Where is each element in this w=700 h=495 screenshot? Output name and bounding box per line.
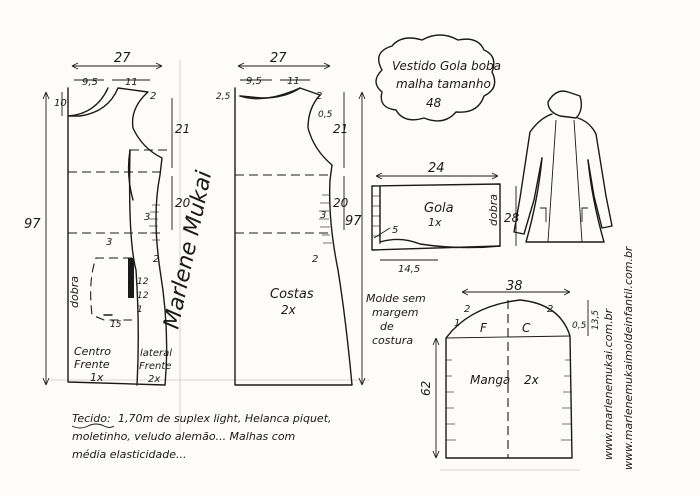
front-neck-depth-label: 10 xyxy=(54,98,67,109)
sleeve-count-label: 2x xyxy=(524,373,540,387)
collar-count-label: 1x xyxy=(428,216,442,229)
front-shoulder-a-label: 9,5 xyxy=(82,77,98,88)
back-mark-2: 2 xyxy=(312,254,318,265)
sleeve-cap-right: 2 xyxy=(547,304,553,315)
back-armhole-label: 21 xyxy=(333,122,348,136)
collar-name-label: Gola xyxy=(424,201,454,216)
front-pocket-12b: 12 xyxy=(137,291,149,301)
back-length-label: 97 xyxy=(345,214,362,229)
sleeve-name-label: Manga xyxy=(470,373,510,387)
back-arm-05-label: 0,5 xyxy=(318,110,333,120)
fabric-label: Tecido: xyxy=(72,412,111,425)
front-waist-side-label: 20 xyxy=(175,196,191,210)
website-watermark: www.marlenemukai.com.br www.marlenemukai… xyxy=(602,245,635,470)
sleeve-back-mark: C xyxy=(522,321,531,335)
sleeve-cap-left: 2 xyxy=(464,304,470,315)
svg-text:Marlene Mukai: Marlene Mukai xyxy=(159,169,217,332)
front-width-label: 27 xyxy=(114,51,131,66)
back-neck-depth-label: 2,5 xyxy=(216,92,231,102)
sleeve-labels: 38 2 2 1 0,5 13,5 62 F C Manga 2x xyxy=(419,279,601,396)
back-piece xyxy=(234,62,366,386)
note-line-4: costura xyxy=(372,334,413,347)
fabric-line-2: moletinho, veludo alemão... Malhas com xyxy=(72,430,295,443)
fabric-line-3: média elasticidade... xyxy=(72,448,187,461)
pocket-opening xyxy=(128,258,134,298)
front-lateral-label-2: Frente xyxy=(139,361,171,372)
fabric-label-underline xyxy=(71,423,115,429)
front-center-label-2: Frente xyxy=(74,358,110,371)
front-pocket-15: 15 xyxy=(110,320,122,330)
front-piece xyxy=(42,62,173,386)
back-waist-label: 20 xyxy=(333,196,349,210)
collar-labels: 24 28 dobra 5 14,5 Gola 1x xyxy=(392,161,520,275)
fabric-line-1: 1,70m de suplex light, Helanca piquet, xyxy=(118,412,332,425)
back-shoulder-b-label: 11 xyxy=(287,76,300,87)
seam-allowance-note: Molde sem margem de costura xyxy=(366,292,426,347)
collar-left-label: 5 xyxy=(392,225,398,236)
signature-mark: Marlene Mukai xyxy=(159,169,217,332)
front-shoulder-b-label: 11 xyxy=(125,77,138,88)
title-line-2: malha tamanho xyxy=(396,77,491,91)
title-line-1: Vestido Gola boba xyxy=(392,59,501,73)
front-center-label-3: 1x xyxy=(90,371,104,384)
front-shoulder-drop-label: 2 xyxy=(150,91,156,102)
back-mark-3: 3 xyxy=(320,210,326,221)
watermark-line-1: www.marlenemukai.com.br xyxy=(602,307,615,460)
note-line-3: de xyxy=(380,320,394,333)
front-lateral-label-1: lateral xyxy=(140,348,172,359)
front-center-label-1: Centro xyxy=(74,345,111,358)
sleeve-front-mark: F xyxy=(480,321,488,335)
collar-piece xyxy=(371,172,517,261)
collar-bottom-label: 14,5 xyxy=(398,264,420,275)
front-labels: 27 9,5 11 10 2 21 20 97 3 3 2 12 12 1 15… xyxy=(24,51,191,385)
back-shoulder-a-label: 9,5 xyxy=(246,76,262,87)
front-length-label: 97 xyxy=(24,217,41,232)
sleeve-width-label: 38 xyxy=(506,279,523,294)
note-line-2: margem xyxy=(372,306,418,319)
front-mark-2: 2 xyxy=(153,254,159,265)
back-shoulder-drop-label: 2 xyxy=(316,91,322,102)
sleeve-left-1: 1 xyxy=(454,318,460,329)
fabric-note: Tecido: 1,70m de suplex light, Helanca p… xyxy=(71,412,332,461)
title-size: 48 xyxy=(426,96,442,110)
front-lateral-label-3: 2x xyxy=(148,374,160,385)
garment-sketch xyxy=(513,90,613,243)
back-width-label: 27 xyxy=(270,51,287,66)
front-mark-3b: 3 xyxy=(106,237,112,248)
sleeve-piece xyxy=(432,288,589,459)
note-line-1: Molde sem xyxy=(366,292,426,305)
front-mark-3a: 3 xyxy=(144,212,150,223)
front-armhole-label: 21 xyxy=(175,122,190,136)
front-fold-label: dobra xyxy=(68,276,81,308)
sleeve-right-05: 0,5 xyxy=(572,321,587,331)
collar-height-label: 28 xyxy=(504,211,520,225)
back-labels: 27 9,5 11 2,5 2 0,5 21 20 97 3 2 Costas … xyxy=(216,51,362,317)
collar-width-label: 24 xyxy=(428,161,445,176)
watermark-line-2: www.marlenemukaimoldeinfantil.com.br xyxy=(622,245,635,470)
front-pocket-12a: 12 xyxy=(137,277,149,287)
sleeve-cap-height: 13,5 xyxy=(591,310,601,330)
sleeve-length-label: 62 xyxy=(419,381,433,396)
collar-fold-label: dobra xyxy=(487,194,500,226)
background-creases xyxy=(50,60,580,471)
title-cloud: Vestido Gola boba malha tamanho 48 xyxy=(375,34,501,122)
front-pocket-1: 1 xyxy=(137,305,143,315)
back-name-label: Costas xyxy=(270,287,314,302)
back-count-label: 2x xyxy=(281,303,297,317)
